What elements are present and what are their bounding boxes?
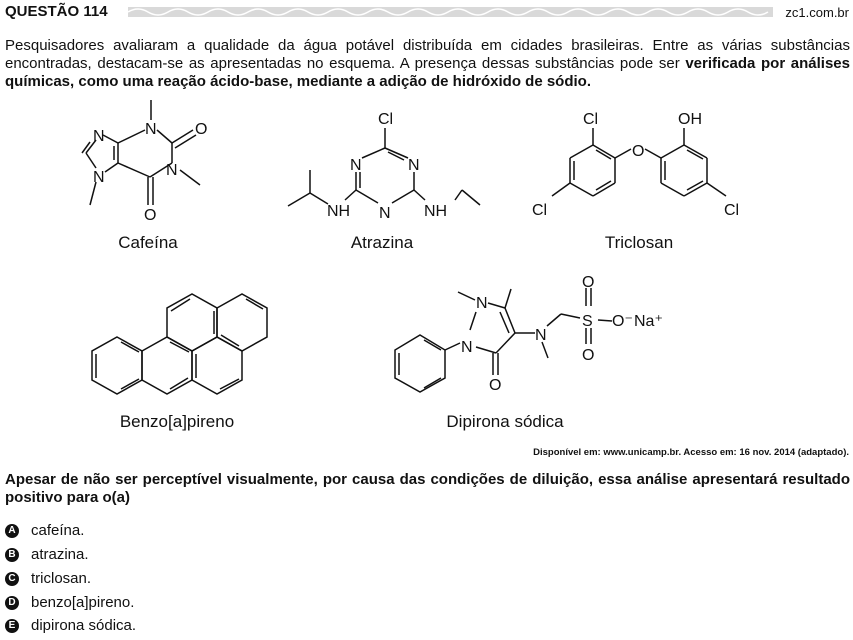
atrazine-atom-nh2: NH <box>424 203 447 220</box>
label-atrazine: Atrazina <box>351 233 414 252</box>
source-citation: Disponível em: www.unicamp.br. Acesso em… <box>533 447 849 458</box>
atrazine-atom-cl: Cl <box>378 111 393 128</box>
option-letter-e: E <box>5 618 19 633</box>
triclosan-atom-o: O <box>632 143 644 160</box>
option-text-d: benzo[a]pireno. <box>31 594 135 611</box>
label-triclosan: Triclosan <box>605 233 673 252</box>
caffeine-atom-o1: O <box>195 121 207 138</box>
caffeine-structure <box>81 100 201 206</box>
dipyrone-atom-o: O <box>489 377 501 394</box>
intro-paragraph: Pesquisadores avaliaram a qualidade da á… <box>5 37 850 91</box>
caffeine-atom-o2: O <box>144 207 156 224</box>
intro-text: Pesquisadores avaliaram a qualidade da á… <box>5 37 850 72</box>
atrazine-atom-n3: N <box>379 205 391 222</box>
caffeine-atom-n1: N <box>145 121 157 138</box>
option-letter-b: B <box>5 547 19 562</box>
triclosan-atom-cl1: Cl <box>583 111 598 128</box>
atrazine-atom-nh1: NH <box>327 203 350 220</box>
label-benzopyrene: Benzo[a]pireno <box>120 412 234 431</box>
dipyrone-atom-n2: N <box>476 295 488 312</box>
site-watermark: zc1.com.br <box>785 5 849 20</box>
caffeine-atom-n3: N <box>166 162 178 179</box>
benzopyrene-structure <box>91 293 268 395</box>
dipyrone-atom-o-minus: O⁻ <box>612 313 633 330</box>
option-d[interactable]: D benzo[a]pireno. <box>5 594 134 611</box>
atrazine-structure <box>287 128 481 207</box>
dipyrone-atom-o-bottom: O <box>582 347 594 364</box>
dipyrone-atom-n3: N <box>535 327 547 344</box>
option-letter-c: C <box>5 571 19 586</box>
caffeine-atom-n7: N <box>93 128 105 145</box>
intro-bold-text: verificada por análises químicas, como u… <box>5 55 850 90</box>
option-b[interactable]: B atrazina. <box>5 546 89 563</box>
option-text-b: atrazina. <box>31 546 89 563</box>
triclosan-atom-cl3: Cl <box>724 202 739 219</box>
triclosan-atom-cl2: Cl <box>532 202 547 219</box>
caffeine-atom-n9: N <box>93 169 105 186</box>
label-dipyrone: Dipirona sódica <box>446 412 564 431</box>
option-a[interactable]: A cafeína. <box>5 522 84 539</box>
option-letter-a: A <box>5 523 19 538</box>
question-number: QUESTÃO 114 <box>5 3 108 20</box>
label-caffeine: Cafeína <box>118 233 178 252</box>
option-c[interactable]: C triclosan. <box>5 570 91 587</box>
option-e[interactable]: E dipirona sódica. <box>5 617 136 634</box>
molecule-scheme: N N O O N N Cl N N N NH NH <box>81 100 739 431</box>
dipyrone-structure <box>394 288 613 393</box>
triclosan-structure <box>551 128 727 197</box>
option-text-a: cafeína. <box>31 522 85 539</box>
atrazine-atom-n1: N <box>350 157 362 174</box>
dipyrone-atom-o-top: O <box>582 274 594 291</box>
option-text-e: dipirona sódica. <box>31 617 137 634</box>
atrazine-atom-n2: N <box>408 157 420 174</box>
triclosan-atom-oh: OH <box>678 111 702 128</box>
dipyrone-atom-n1: N <box>461 339 473 356</box>
option-text-c: triclosan. <box>31 570 92 587</box>
question-text: Apesar de não ser perceptível visualment… <box>5 471 850 506</box>
dipyrone-atom-s: S <box>582 313 593 330</box>
dipyrone-atom-na-plus: Na⁺ <box>634 313 663 330</box>
header-wave-decoration <box>128 7 773 17</box>
option-letter-d: D <box>5 595 19 610</box>
